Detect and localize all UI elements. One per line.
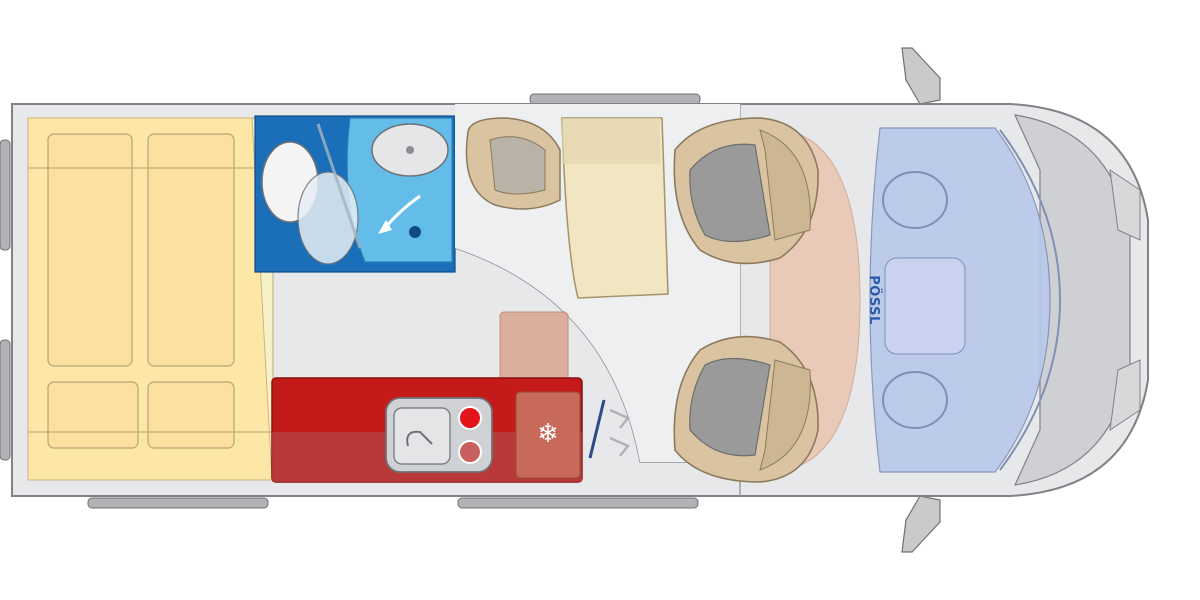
fridge [515,391,581,479]
mirror-top [901,47,941,105]
dinette-bench-inner [489,136,546,195]
burner-1 [458,406,482,430]
burner-2 [458,440,482,464]
table-fold [562,118,660,164]
sink-basin [393,407,451,465]
shower-arrow-head [378,220,392,234]
shower-door [316,123,362,249]
step-top [529,93,701,105]
bed-cushion-2 [147,133,235,367]
door-curve [454,247,740,463]
dashboard [999,129,1062,471]
step-bottom-mid [457,497,699,509]
door-arrow-1 [609,408,630,429]
brand-label: PÖSSL [866,275,882,325]
basin-drain [406,146,414,154]
wheel-left-bottom [0,339,11,461]
headlight-top [1109,168,1141,241]
steering-wheel [882,171,948,229]
wheel-left-top [0,139,11,251]
bed-cushion-4 [147,381,235,449]
door-swing-line [588,399,606,459]
bed-cushion-1 [47,133,133,367]
passenger-seat [673,335,819,483]
tap-icon [406,430,433,447]
storage-shelf [499,311,569,383]
bed-cushion-3 [47,381,139,449]
steering-wheel-2 [882,371,948,429]
driver-seat [673,117,819,265]
snowflake-icon: ❄ [537,419,559,449]
shower-drain [409,226,421,238]
door-arrow-2 [609,436,630,457]
headlight-bottom [1109,359,1141,432]
step-bottom-left [87,497,269,509]
mirror-bottom [901,495,941,553]
cab-console [884,257,966,355]
